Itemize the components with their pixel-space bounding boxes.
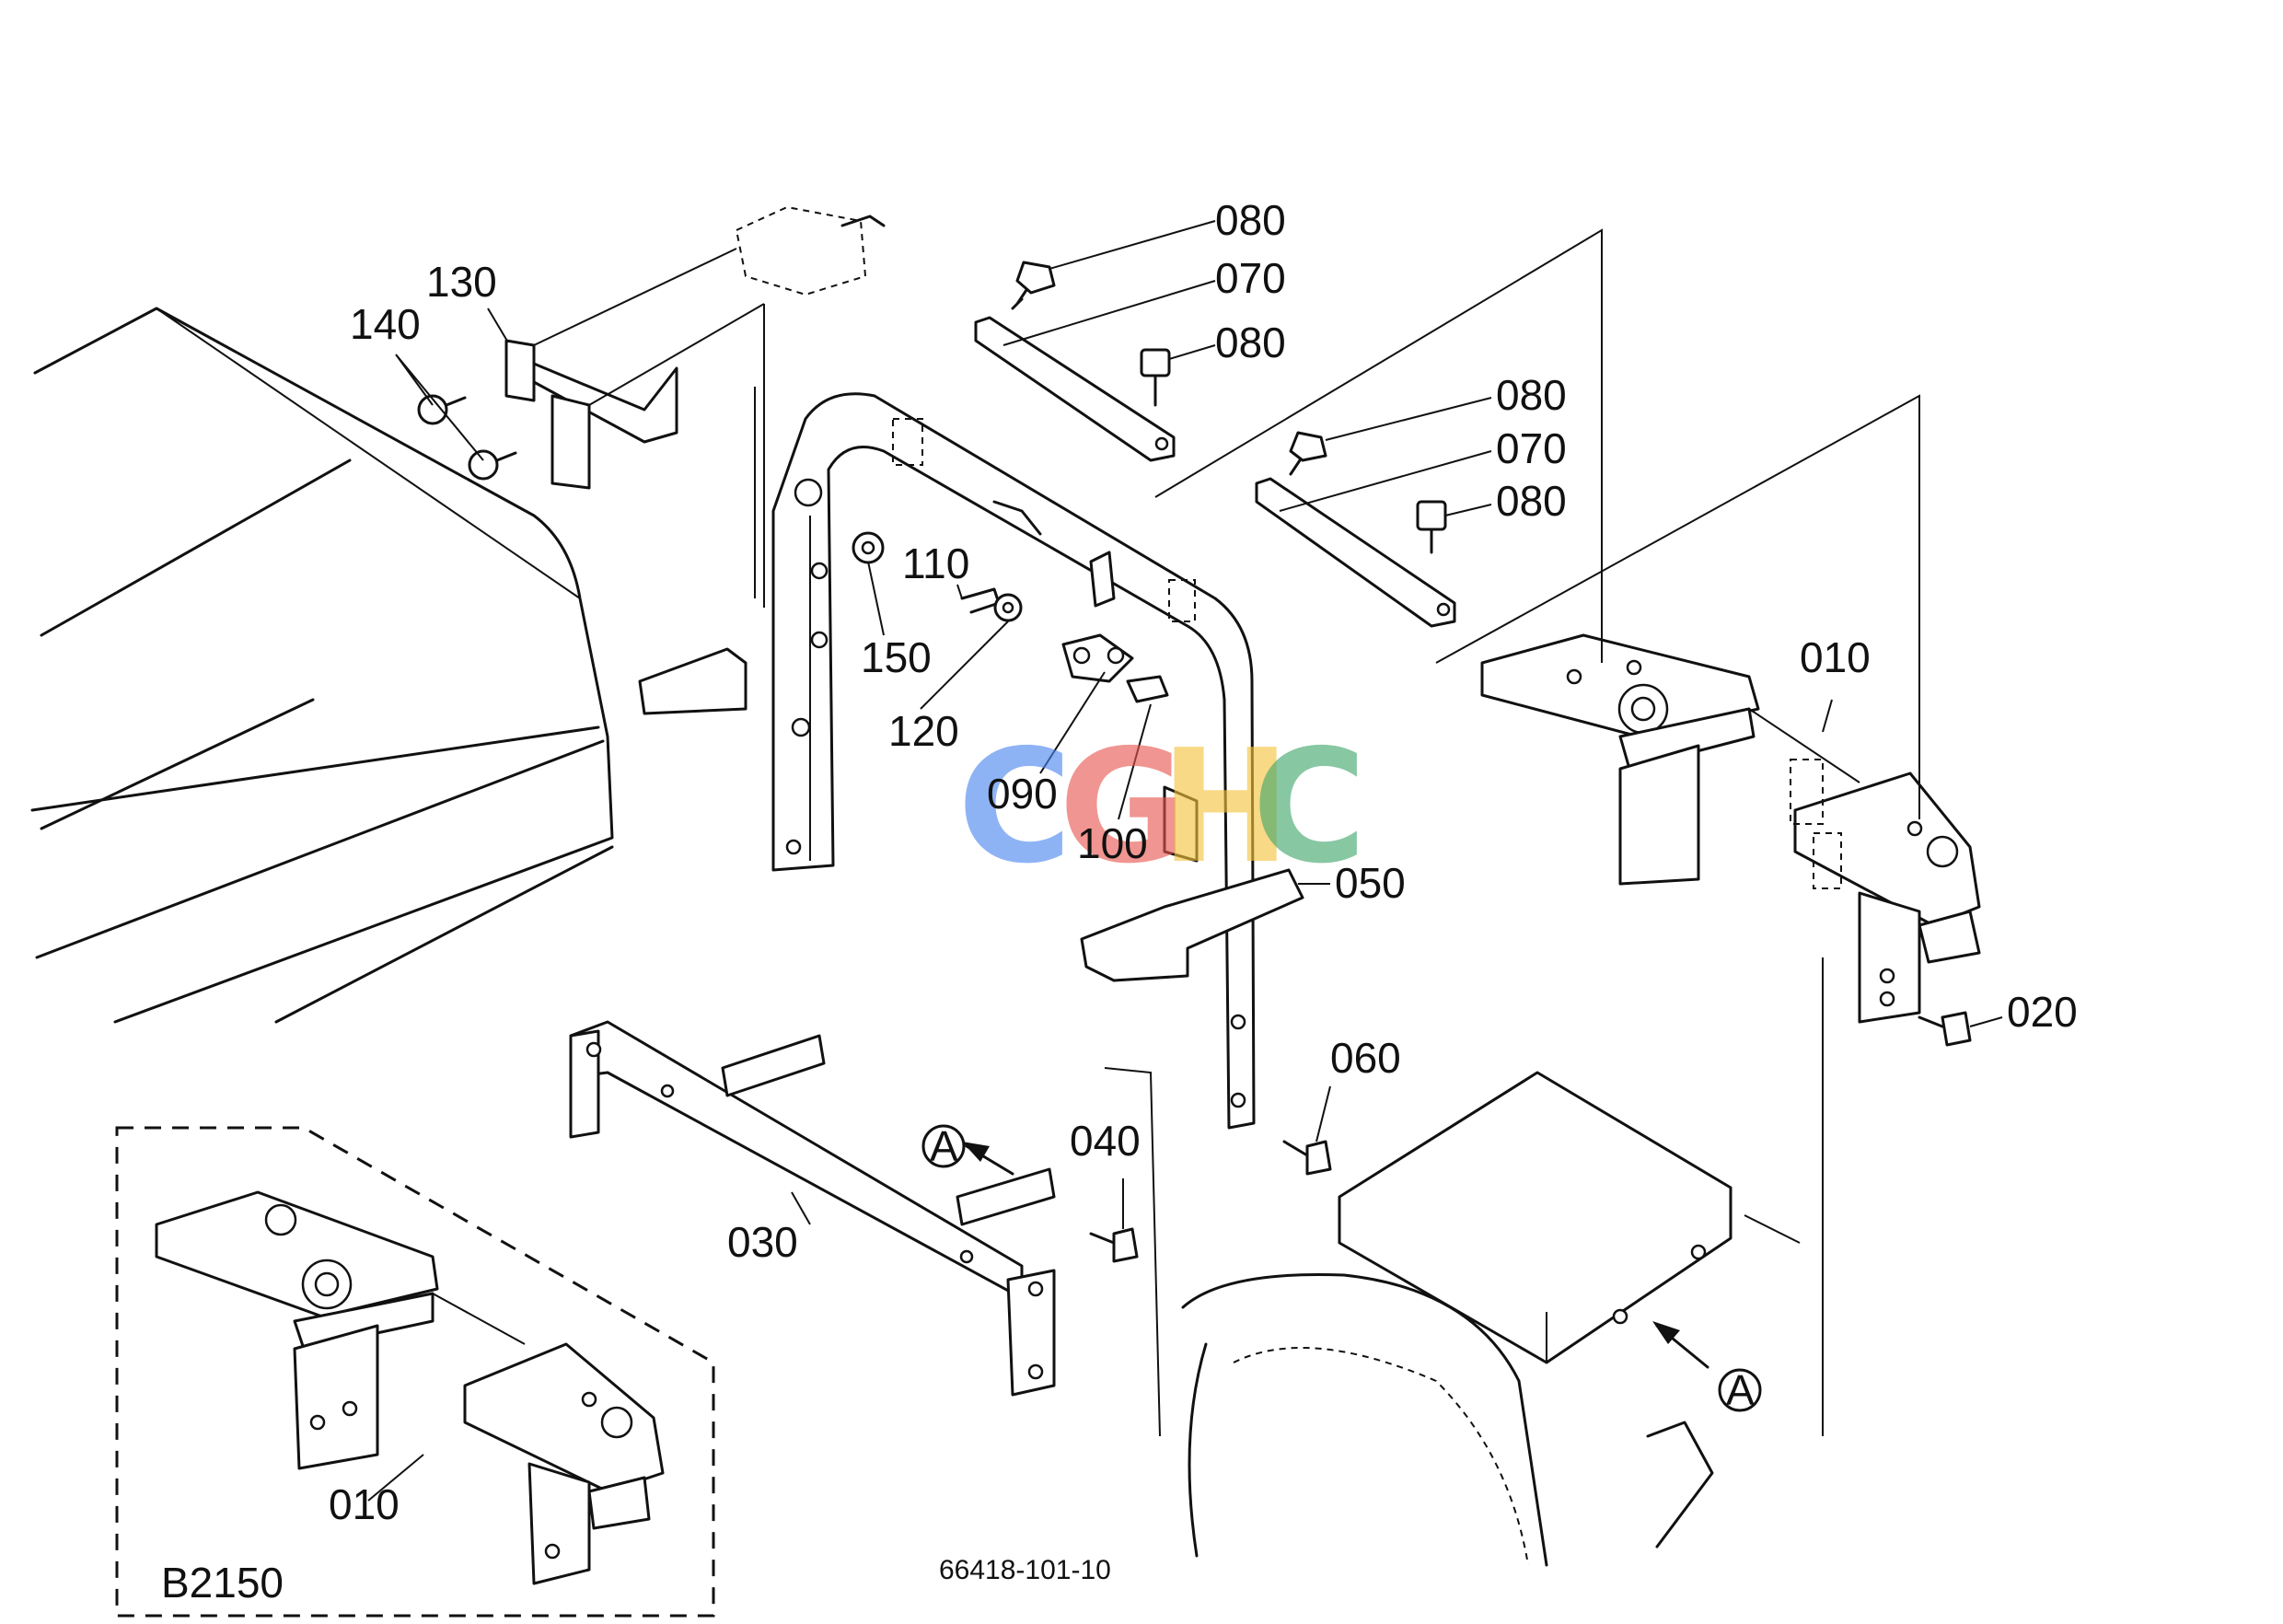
bolt-080-c xyxy=(1289,431,1327,476)
part-label-110: 110 xyxy=(902,539,969,587)
view-arrow-a1 xyxy=(921,1124,1014,1176)
model-label: B2150 xyxy=(161,1559,284,1607)
svg-text:C: C xyxy=(1252,716,1367,899)
bracket-130 xyxy=(504,248,765,490)
crossbar-030 xyxy=(569,1020,1056,1397)
part-label-130: 130 xyxy=(426,258,497,306)
drawing-number: 66418-101-10 xyxy=(939,1555,1111,1585)
pin-100 xyxy=(1126,675,1169,703)
part-label-070: 070 xyxy=(1496,424,1567,472)
stay-070-b xyxy=(1255,477,1456,628)
front-weight xyxy=(1181,1071,1733,1567)
front-frame xyxy=(771,392,1256,1130)
bolt-060 xyxy=(1282,1140,1332,1176)
bracket-050 xyxy=(1080,785,1304,982)
svg-text:G: G xyxy=(1059,716,1188,899)
svg-text:C: C xyxy=(957,716,1072,899)
inset-b2150 xyxy=(115,1126,715,1618)
washer-150 xyxy=(852,531,885,564)
leader-lines xyxy=(367,220,2003,1502)
bolts-140 xyxy=(417,394,517,481)
hood-outline xyxy=(30,307,614,1024)
part-label-090: 090 xyxy=(987,770,1058,818)
stay-070-a xyxy=(974,316,1176,462)
part-label-030: 030 xyxy=(727,1218,798,1266)
switch-assembly xyxy=(735,205,886,296)
plate-010-right xyxy=(1480,633,1981,1024)
link-090 xyxy=(1061,633,1134,683)
bolt-040 xyxy=(1089,1227,1139,1263)
part-label-070: 070 xyxy=(1215,254,1286,302)
clip-110-washer-120 xyxy=(960,587,1023,622)
part-label-140: 140 xyxy=(350,300,421,348)
part-label-100: 100 xyxy=(1077,819,1148,867)
view-marker-a: A xyxy=(1726,1366,1755,1414)
part-label-080: 080 xyxy=(1496,371,1567,419)
part-label-060: 060 xyxy=(1330,1034,1401,1082)
part-label-010: 010 xyxy=(1800,633,1871,681)
part-label-080: 080 xyxy=(1215,319,1286,366)
part-label-120: 120 xyxy=(888,707,959,755)
projection-lines xyxy=(1104,228,1920,1437)
svg-text:H: H xyxy=(1160,716,1291,899)
view-arrow-a2 xyxy=(1652,1321,1762,1412)
watermark: C G H C xyxy=(957,716,1367,899)
part-label-150: 150 xyxy=(861,633,932,681)
part-label-050: 050 xyxy=(1335,859,1406,907)
part-label-080: 080 xyxy=(1496,477,1567,525)
bolt-020 xyxy=(1918,1011,1972,1047)
part-label-010: 010 xyxy=(329,1480,400,1528)
view-marker-a: A xyxy=(930,1122,958,1170)
part-label-080: 080 xyxy=(1215,196,1286,244)
part-label-040: 040 xyxy=(1070,1117,1141,1165)
bolt-080-b xyxy=(1140,348,1171,407)
left-bracket xyxy=(638,304,765,715)
part-label-020: 020 xyxy=(2007,988,2078,1036)
bolt-080-d xyxy=(1416,500,1447,554)
bolt-080-a xyxy=(1011,261,1056,310)
